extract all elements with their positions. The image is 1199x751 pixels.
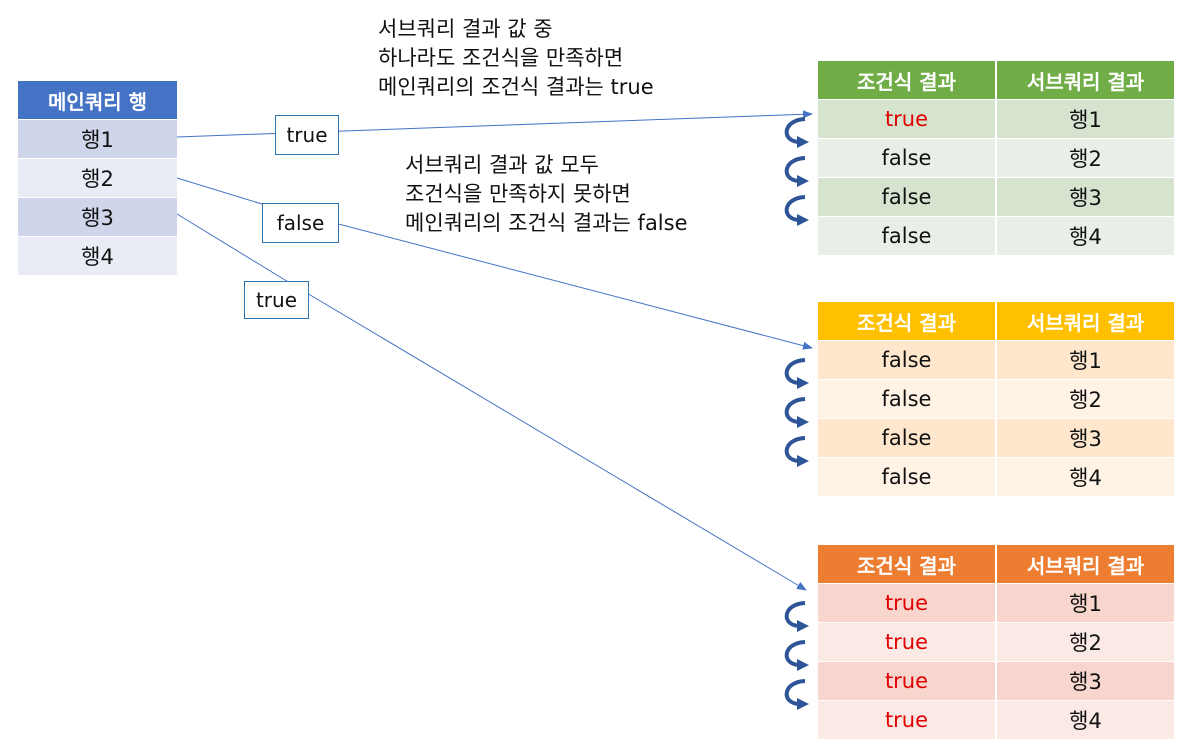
subquery-row-cell: 행3 (997, 178, 1174, 216)
loop-arrowhead-icon (797, 455, 809, 467)
subquery-row: true 행1 (818, 100, 1174, 138)
subquery-row: false 행2 (818, 380, 1174, 418)
header-condition-result: 조건식 결과 (818, 545, 995, 583)
loop-arrow-icon (784, 195, 806, 222)
subquery-row: false 행2 (818, 139, 1174, 177)
loop-arrow-icon (784, 640, 806, 667)
condition-result-cell: false (818, 178, 995, 216)
main-query-table: 메인쿼리 행 행1 행2 행3 행4 (18, 81, 177, 275)
subquery-table-yellow: 조건식 결과 서브쿼리 결과 false 행1 false 행2 false 행… (818, 302, 1174, 496)
subquery-table-header: 조건식 결과 서브쿼리 결과 (818, 61, 1174, 99)
subquery-row: false 행1 (818, 341, 1174, 379)
header-subquery-result: 서브쿼리 결과 (997, 302, 1174, 340)
loop-arrowhead-icon (797, 698, 809, 710)
annotation-all-false: 서브쿼리 결과 값 모두 조건식을 만족하지 못하면 메인쿼리의 조건식 결과는… (405, 151, 688, 238)
loop-arrowhead-icon (797, 214, 809, 226)
loop-arrow-icon (784, 358, 806, 385)
annotation-line: 조건식을 만족하지 못하면 (405, 182, 631, 206)
annotation-line: 서브쿼리 결과 값 중 (378, 17, 553, 41)
loop-arrow-icon (784, 397, 806, 424)
condition-result-cell: true (818, 623, 995, 661)
label-row1-result: true (275, 115, 339, 155)
condition-result-cell: false (818, 341, 995, 379)
subquery-row: false 행4 (818, 217, 1174, 255)
loop-arrowhead-icon (797, 136, 809, 148)
annotation-line: 서브쿼리 결과 값 모두 (405, 153, 599, 177)
subquery-row-cell: 행4 (997, 458, 1174, 496)
subquery-row: false 행3 (818, 178, 1174, 216)
subquery-row: false 행4 (818, 458, 1174, 496)
annotation-line: 메인쿼리의 조건식 결과는 true (378, 75, 654, 99)
condition-result-cell: false (818, 380, 995, 418)
loop-arrowhead-icon (797, 620, 809, 632)
subquery-table-orange: 조건식 결과 서브쿼리 결과 true 행1 true 행2 true 행3 t… (818, 545, 1174, 739)
subquery-row-cell: 행3 (997, 662, 1174, 700)
loop-arrow-icon (784, 436, 806, 463)
condition-result-cell: false (818, 139, 995, 177)
subquery-row: true 행2 (818, 623, 1174, 661)
annotation-line: 하나라도 조건식을 만족하면 (378, 46, 624, 70)
loop-arrow-icon (784, 601, 806, 628)
arrow-row1 (176, 110, 813, 138)
condition-result-cell: false (818, 217, 995, 255)
subquery-row: false 행3 (818, 419, 1174, 457)
condition-result-cell: true (818, 100, 995, 138)
label-row2-result: false (262, 203, 339, 243)
subquery-row-cell: 행2 (997, 623, 1174, 661)
subquery-row-cell: 행2 (997, 380, 1174, 418)
condition-result-cell: true (818, 662, 995, 700)
main-row-3: 행3 (18, 198, 177, 236)
main-table-header: 메인쿼리 행 (18, 81, 177, 119)
subquery-table-header: 조건식 결과 서브쿼리 결과 (818, 545, 1174, 583)
loop-arrowhead-icon (797, 377, 809, 389)
subquery-row: true 행4 (818, 701, 1174, 739)
main-row-2: 행2 (18, 159, 177, 197)
arrow-row3 (176, 213, 807, 591)
subquery-row-cell: 행4 (997, 217, 1174, 255)
subquery-table-header: 조건식 결과 서브쿼리 결과 (818, 302, 1174, 340)
condition-result-cell: false (818, 419, 995, 457)
subquery-row-cell: 행1 (997, 100, 1174, 138)
subquery-row: true 행1 (818, 584, 1174, 622)
loop-arrowhead-icon (797, 416, 809, 428)
loop-arrowhead-icon (797, 175, 809, 187)
annotation-any-true: 서브쿼리 결과 값 중 하나라도 조건식을 만족하면 메인쿼리의 조건식 결과는… (378, 15, 654, 102)
annotation-line: 메인쿼리의 조건식 결과는 false (405, 211, 688, 235)
loop-arrow-icon (784, 117, 806, 144)
subquery-row-cell: 행1 (997, 341, 1174, 379)
subquery-row-cell: 행4 (997, 701, 1174, 739)
condition-result-cell: true (818, 701, 995, 739)
subquery-table-green: 조건식 결과 서브쿼리 결과 true 행1 false 행2 false 행3… (818, 61, 1174, 255)
header-subquery-result: 서브쿼리 결과 (997, 61, 1174, 99)
subquery-row-cell: 행1 (997, 584, 1174, 622)
main-row-4: 행4 (18, 237, 177, 275)
main-row-1: 행1 (18, 120, 177, 158)
label-row3-result: true (244, 281, 309, 319)
loop-arrow-icon (784, 679, 806, 706)
header-condition-result: 조건식 결과 (818, 61, 995, 99)
loop-arrows (784, 117, 809, 710)
subquery-row: true 행3 (818, 662, 1174, 700)
condition-result-cell: false (818, 458, 995, 496)
subquery-row-cell: 행3 (997, 419, 1174, 457)
loop-arrowhead-icon (797, 659, 809, 671)
subquery-row-cell: 행2 (997, 139, 1174, 177)
header-subquery-result: 서브쿼리 결과 (997, 545, 1174, 583)
header-condition-result: 조건식 결과 (818, 302, 995, 340)
loop-arrow-icon (784, 156, 806, 183)
condition-result-cell: true (818, 584, 995, 622)
